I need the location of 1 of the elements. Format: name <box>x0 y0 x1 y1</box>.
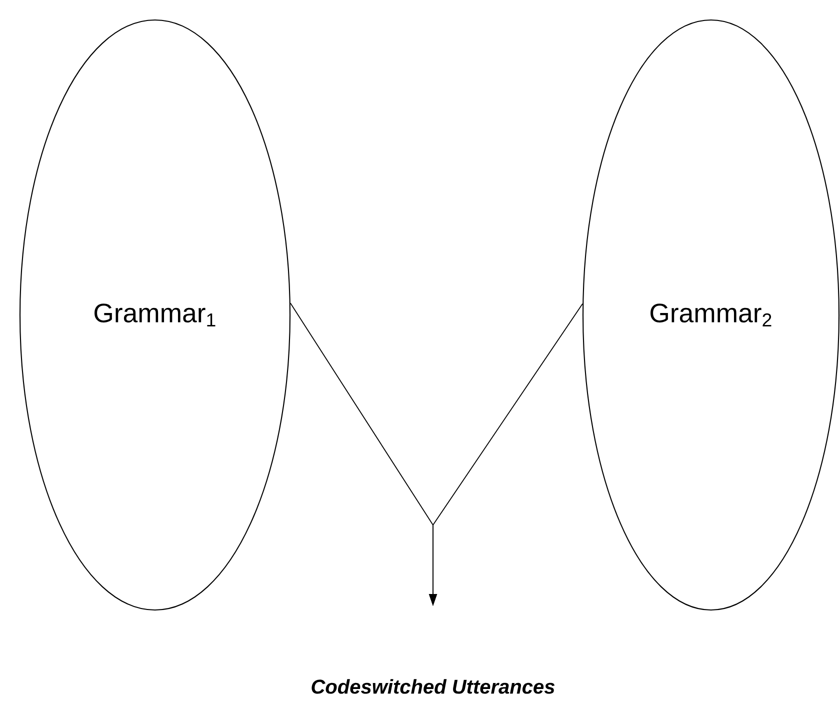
caption-text: Codeswitched Utterances <box>312 679 555 694</box>
